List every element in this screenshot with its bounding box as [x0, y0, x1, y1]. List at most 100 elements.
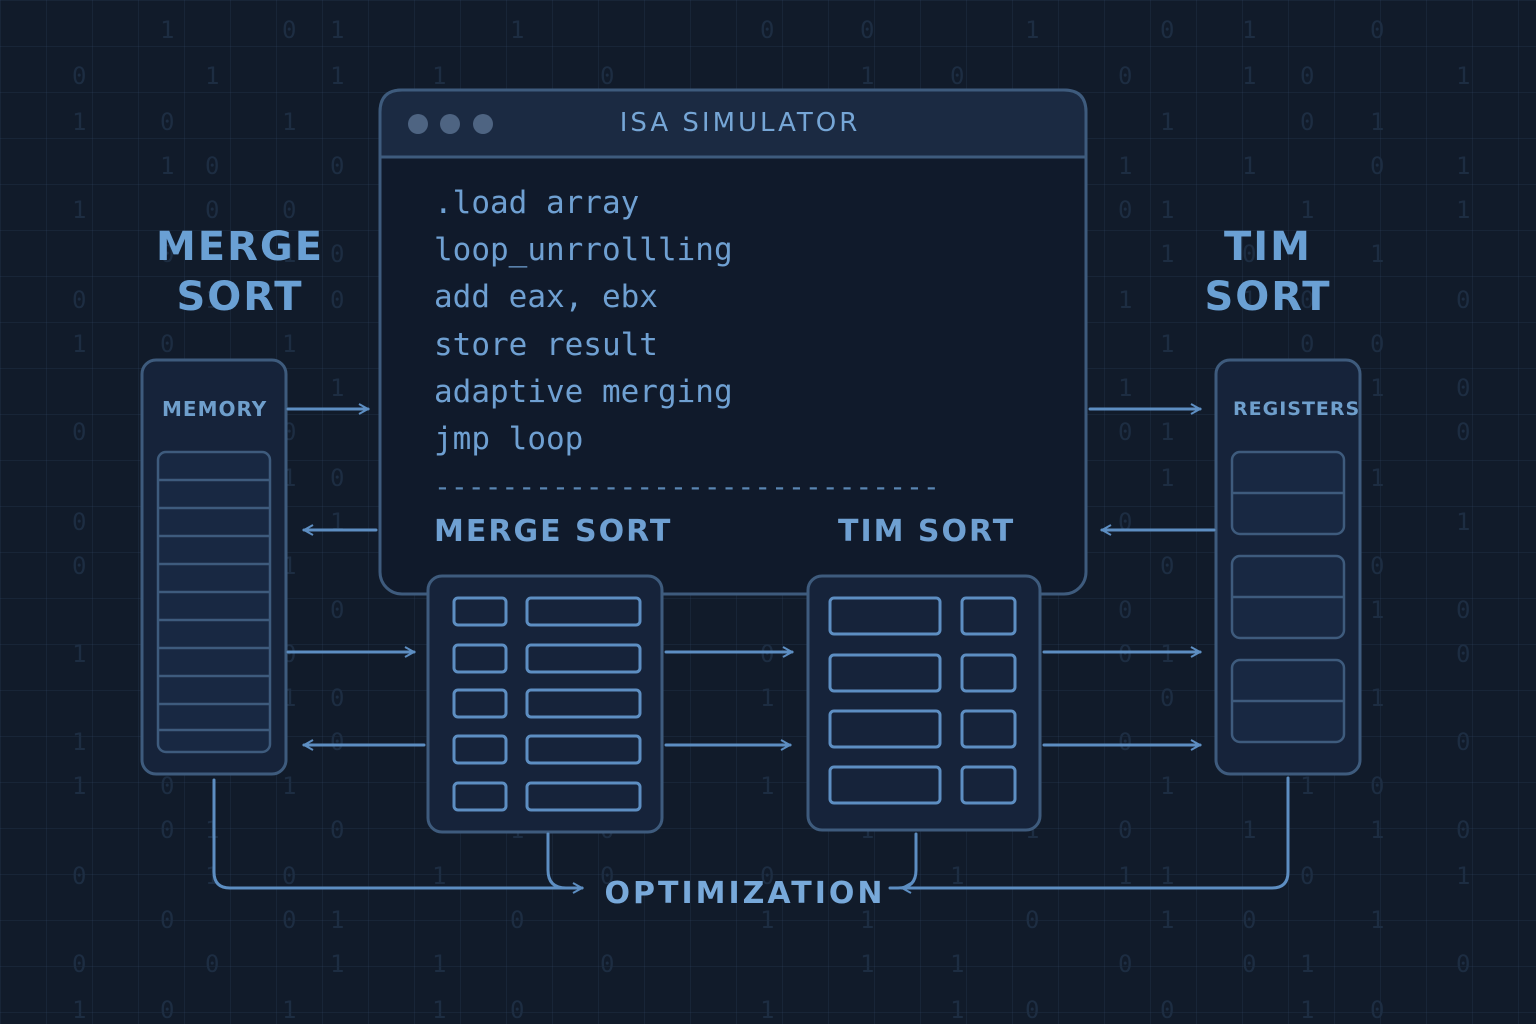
registers-label: REGISTERS: [1233, 398, 1361, 420]
merge-sort-cells: [452, 596, 642, 812]
background-bit: 1: [330, 62, 345, 90]
code-line-2: loop_unrrollling: [434, 232, 733, 269]
merge-sort-box: [426, 574, 664, 834]
merge-cell-wide: [525, 643, 642, 674]
optimization-label: OPTIMIZATION: [604, 876, 886, 911]
background-bit: 1: [1242, 286, 1257, 314]
background-bit: 1: [72, 640, 87, 668]
background-bit: 1: [72, 108, 87, 136]
background-bit: 1: [1160, 240, 1175, 268]
background-bit: 0: [330, 240, 345, 268]
background-bit: 0: [1456, 816, 1471, 844]
code-line-3: add eax, ebx: [434, 279, 658, 316]
code-line-1: .load array: [434, 185, 640, 221]
background-bit: 1: [1300, 196, 1315, 224]
background-bit: 0: [1370, 330, 1385, 358]
background-bit: 0: [1370, 996, 1385, 1024]
background-bit: 0: [600, 62, 615, 90]
background-bit: 1: [1370, 374, 1385, 402]
background-bit: 1: [1456, 62, 1471, 90]
background-bit: 1: [1370, 108, 1385, 136]
background-bit: 1: [1300, 996, 1315, 1024]
background-bit: 1: [510, 16, 525, 44]
merge-cell-small: [452, 643, 508, 674]
window-dot-1: [408, 114, 428, 134]
code-line-4: store result: [434, 326, 658, 363]
background-bit: 0: [205, 196, 220, 224]
memory-stack: [156, 450, 272, 754]
background-bit: 0: [282, 196, 297, 224]
background-bit: 1: [1160, 862, 1175, 890]
merge-sort-heading-line1: MERGE: [155, 224, 325, 270]
memory-label: MEMORY: [162, 397, 268, 421]
background-bit: 0: [330, 286, 345, 314]
merge-cell-small: [452, 688, 508, 719]
background-bit: 1: [432, 996, 447, 1024]
background-bit: 1: [1025, 16, 1040, 44]
background-bit: 0: [72, 552, 87, 580]
memory-cells: [158, 478, 270, 732]
background-bit: 1: [860, 906, 875, 934]
background-bit: 0: [160, 108, 175, 136]
background-bit: 0: [1456, 640, 1471, 668]
background-bit: 1: [330, 906, 345, 934]
background-bit: 1: [1160, 108, 1175, 136]
background-bit: 1: [760, 772, 775, 800]
background-bit: 1: [1456, 196, 1471, 224]
tim-cell-small: [960, 596, 1017, 636]
background-bit: 1: [760, 906, 775, 934]
background-bit: 0: [160, 996, 175, 1024]
background-bit: 1: [1370, 906, 1385, 934]
background-bit: 1: [330, 374, 345, 402]
background-bit: 1: [950, 996, 965, 1024]
background-bit: 0: [1118, 728, 1133, 756]
background-bit: 0: [1456, 286, 1471, 314]
background-bit: 0: [1242, 240, 1257, 268]
background-bit: 0: [282, 862, 297, 890]
background-bit: 1: [282, 996, 297, 1024]
arrow-merge-to-optimization: [546, 832, 584, 890]
background-bit: 0: [1370, 16, 1385, 44]
background-bit: 1: [1242, 16, 1257, 44]
background-bit: 1: [205, 62, 220, 90]
background-bit: 1: [205, 286, 220, 314]
background-bit: 1: [1456, 508, 1471, 536]
window-title: ISA SIMULATOR: [619, 108, 861, 138]
background-bit: 1: [205, 816, 220, 844]
background-bit: 0: [1025, 996, 1040, 1024]
merge-cell-wide: [525, 781, 642, 812]
register-blocks: [1230, 450, 1346, 744]
background-bit: 1: [432, 62, 447, 90]
background-bit: 0: [1118, 950, 1133, 978]
background-bit: 0: [1160, 684, 1175, 712]
background-bit: 1: [282, 108, 297, 136]
background-bit: 1: [1118, 286, 1133, 314]
background-bit: 0: [1160, 552, 1175, 580]
tim-cell-wide: [828, 709, 942, 749]
background-bit: 1: [1242, 62, 1257, 90]
background-bit: 1: [1160, 330, 1175, 358]
background-bit: 1: [282, 772, 297, 800]
arrow-registers-to-optimization: [902, 776, 1290, 888]
background-bit: 0: [72, 508, 87, 536]
background-bit: 0: [510, 906, 525, 934]
tim-cell-small: [960, 709, 1017, 749]
background-bit: 0: [282, 906, 297, 934]
tim-cell-wide: [828, 653, 942, 693]
background-bit: 0: [1370, 772, 1385, 800]
tim-sort-heading: TIM SORT: [1168, 222, 1368, 322]
tim-sort-heading-line2: SORT: [1204, 274, 1332, 320]
background-bit: 1: [1370, 684, 1385, 712]
background-bit: 0: [1456, 596, 1471, 624]
background-bit: 1: [1370, 464, 1385, 492]
arrow-tim-to-optimization: [888, 832, 918, 890]
background-bit: 1: [1370, 596, 1385, 624]
background-bit: 0: [1300, 108, 1315, 136]
background-bit: 1: [72, 772, 87, 800]
background-bit: 1: [282, 330, 297, 358]
tim-cell-wide: [828, 596, 942, 636]
background-bit: 0: [72, 950, 87, 978]
tim-sort-cells: [828, 596, 1017, 805]
background-bit: 0: [1456, 950, 1471, 978]
